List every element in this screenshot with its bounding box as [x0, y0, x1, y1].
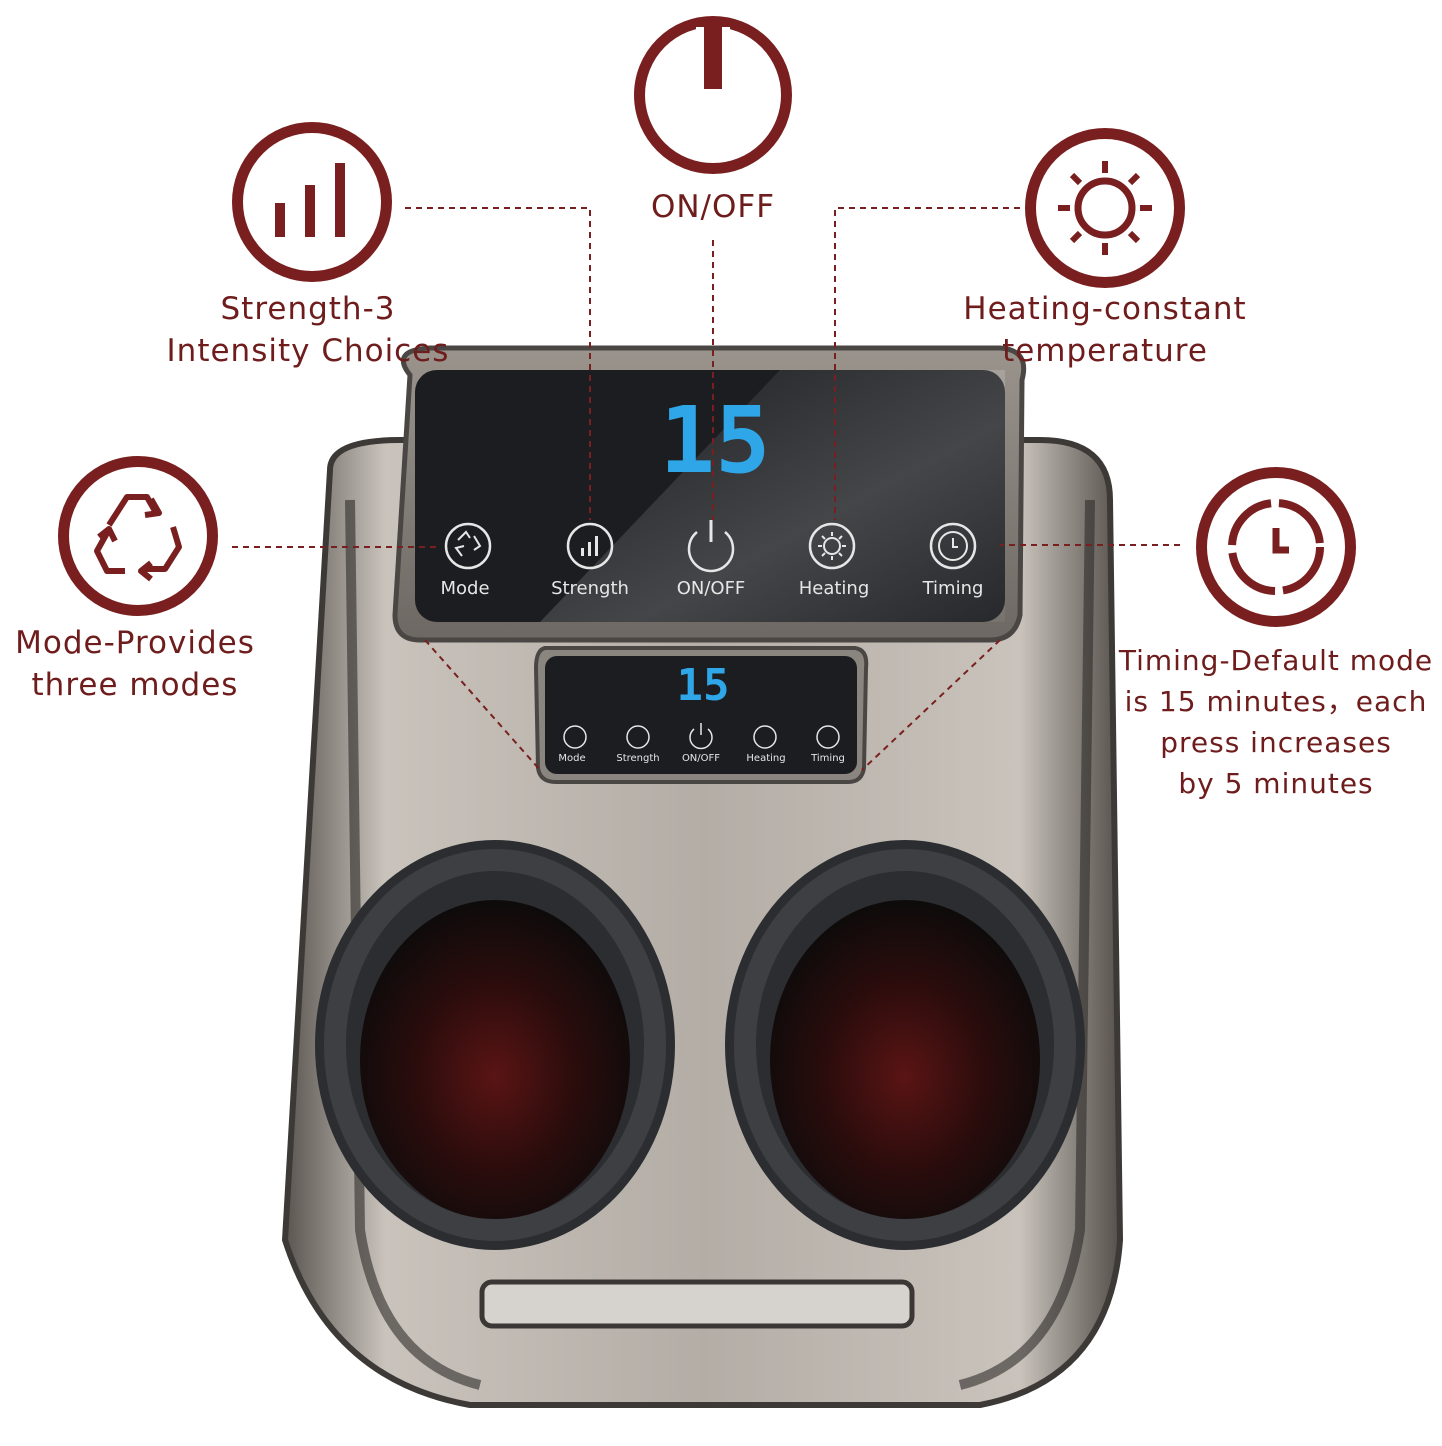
- small-button-heating-label: Heating: [746, 753, 785, 764]
- small-panel-screen: [545, 656, 857, 774]
- panel-button-mode-label: Mode: [440, 578, 489, 599]
- power-icon: [634, 16, 792, 174]
- mode-label: Mode-Provides three modes: [0, 622, 270, 706]
- panel-button-timing[interactable]: Timing: [922, 522, 984, 599]
- timing-label-line1: Timing-Default mode: [1118, 644, 1434, 677]
- sun-icon: [1025, 128, 1185, 288]
- panel-button-strength-label: Strength: [551, 578, 629, 599]
- recycle-icon: [58, 456, 218, 616]
- heating-label-line1: Heating-constant: [963, 291, 1247, 327]
- panel-button-heating[interactable]: Heating: [799, 522, 870, 599]
- timing-label-line4: by 5 minutes: [1178, 767, 1374, 800]
- timing-label: Timing-Default mode is 15 minutes，each p…: [1110, 640, 1442, 804]
- power-label-text: ON/OFF: [650, 189, 776, 225]
- small-button-onoff-label: ON/OFF: [682, 753, 720, 764]
- strength-label-line1: Strength-3: [220, 291, 396, 327]
- heating-label: Heating-constant temperature: [930, 288, 1280, 372]
- panel-button-mode[interactable]: Mode: [440, 522, 492, 599]
- timing-label-line3: press increases: [1160, 726, 1392, 759]
- heating-label-line2: temperature: [1002, 333, 1208, 369]
- small-button-timing-label: Timing: [810, 753, 845, 764]
- small-button-strength-label: Strength: [616, 753, 659, 764]
- panel-button-heating-label: Heating: [799, 578, 870, 599]
- panel-button-onoff-label: ON/OFF: [677, 578, 746, 599]
- small-button-mode-label: Mode: [558, 753, 585, 764]
- timing-label-line2: is 15 minutes，each: [1124, 685, 1428, 718]
- main-display: 15: [660, 387, 771, 494]
- strength-label-line2: Intensity Choices: [166, 333, 450, 369]
- strength-label: Strength-3 Intensity Choices: [140, 288, 476, 372]
- panel-button-strength[interactable]: Strength: [551, 522, 629, 599]
- left-foot-well: [315, 840, 675, 1250]
- right-foot-well: [725, 840, 1085, 1250]
- mode-label-line2: three modes: [31, 667, 239, 703]
- bars-icon: [232, 122, 392, 282]
- clock-icon: [1196, 467, 1356, 627]
- handle-slot: [479, 1279, 915, 1329]
- small-display: 15: [677, 660, 730, 711]
- mode-label-line1: Mode-Provides: [15, 625, 255, 661]
- small-panel-buttons: Mode Strength ON/OFF Heating Timing: [558, 723, 845, 764]
- panel-button-onoff[interactable]: ON/OFF: [677, 520, 746, 599]
- panel-button-timing-label: Timing: [922, 578, 984, 599]
- power-label: ON/OFF: [600, 186, 826, 228]
